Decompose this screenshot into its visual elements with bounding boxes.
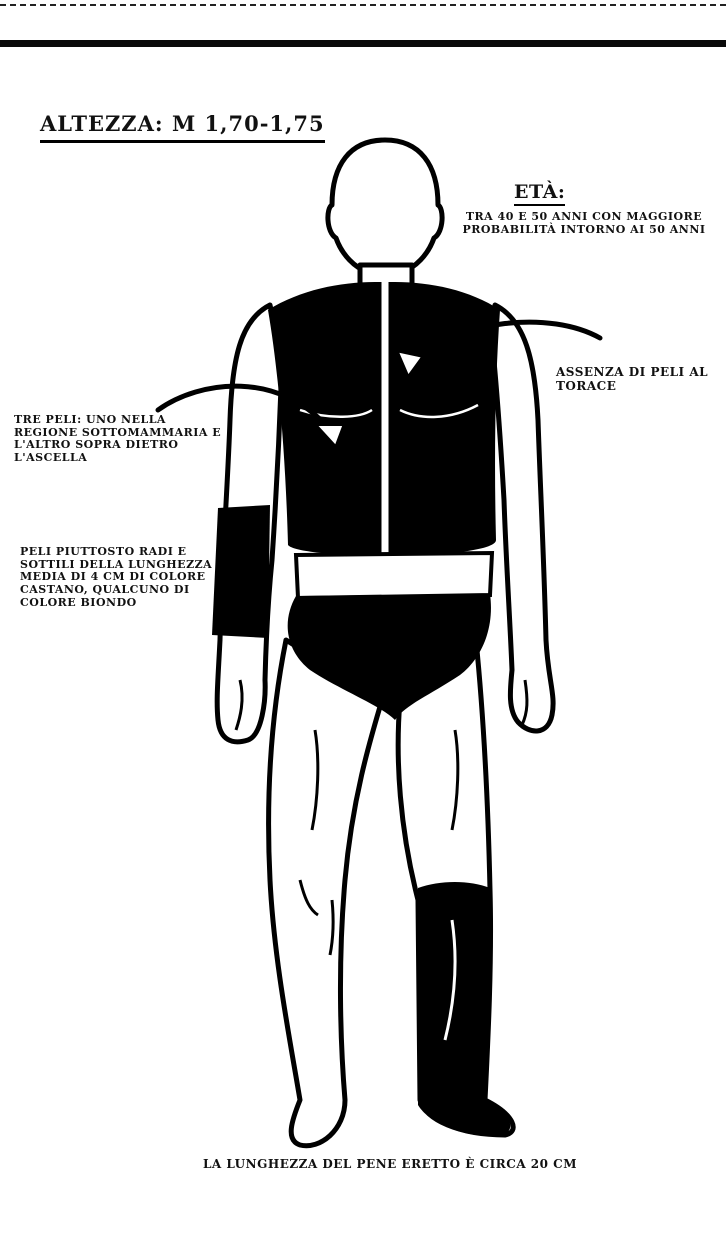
leg-stocking — [418, 882, 510, 1136]
left-leg — [269, 640, 382, 1146]
head — [328, 140, 442, 272]
belt — [296, 553, 492, 598]
arm-sleeve — [212, 505, 270, 638]
right-arm — [492, 305, 553, 731]
